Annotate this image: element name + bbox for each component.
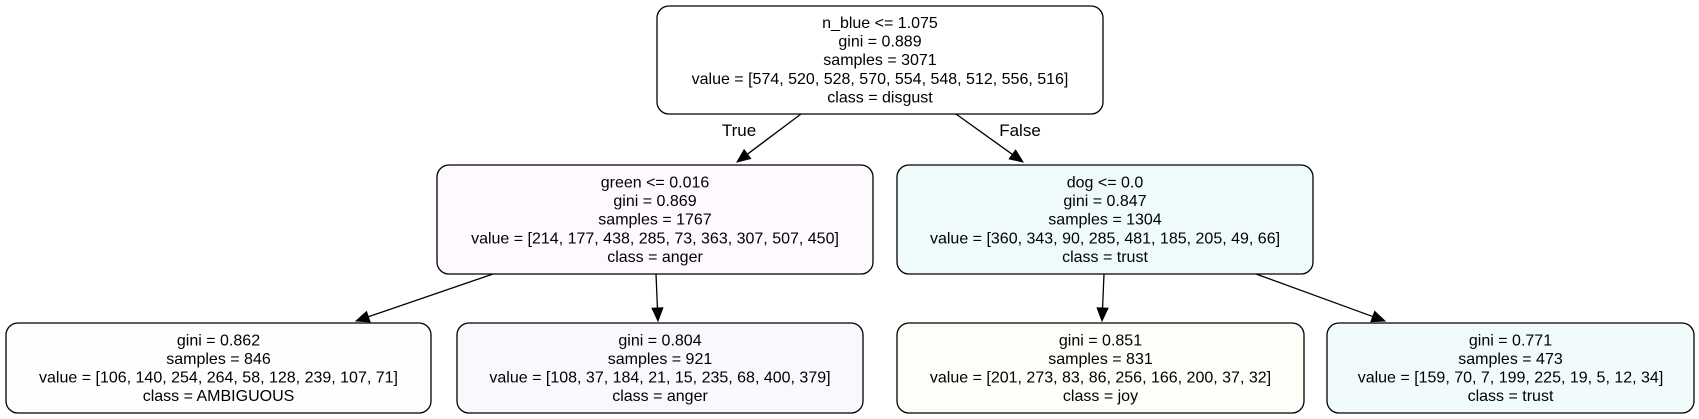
edge-root-to-right: False bbox=[955, 113, 1041, 163]
samples-label: samples = 846 bbox=[166, 351, 271, 368]
edge-line bbox=[368, 273, 494, 318]
tree-node-right-right: gini = 0.771 samples = 473 value = [159, 7… bbox=[1326, 322, 1695, 414]
gini-label: gini = 0.804 bbox=[618, 332, 701, 349]
edge-left-to-left-left bbox=[354, 273, 494, 323]
class-label: class = AMBIGUOUS bbox=[143, 388, 295, 405]
arrowhead bbox=[1096, 307, 1109, 323]
split-condition-label: n_blue <= 1.075 bbox=[822, 15, 938, 32]
edge-root-to-left: True bbox=[722, 113, 802, 163]
samples-label: samples = 921 bbox=[608, 351, 713, 368]
gini-label: gini = 0.771 bbox=[1469, 332, 1552, 349]
node-box bbox=[456, 322, 864, 414]
node-box bbox=[896, 322, 1305, 414]
class-label: class = anger bbox=[612, 388, 708, 405]
edge-label-false: False bbox=[999, 121, 1041, 140]
class-label: class = trust bbox=[1062, 249, 1148, 266]
class-label: class = disgust bbox=[827, 89, 933, 106]
edge-right-to-right-left bbox=[1096, 273, 1109, 323]
samples-label: samples = 831 bbox=[1048, 351, 1153, 368]
node-box bbox=[1326, 322, 1695, 414]
gini-label: gini = 0.869 bbox=[613, 193, 696, 210]
edge-line bbox=[747, 113, 802, 155]
gini-label: gini = 0.851 bbox=[1059, 332, 1142, 349]
gini-label: gini = 0.889 bbox=[838, 34, 921, 51]
samples-label: samples = 1767 bbox=[598, 212, 712, 229]
samples-label: samples = 473 bbox=[1458, 351, 1563, 368]
gini-label: gini = 0.847 bbox=[1063, 193, 1146, 210]
edge-line bbox=[955, 113, 1013, 155]
edges-layer: True False bbox=[354, 113, 1387, 323]
value-label: value = [108, 37, 184, 21, 15, 235, 68, … bbox=[489, 370, 830, 387]
value-label: value = [360, 343, 90, 285, 481, 185, 20… bbox=[930, 230, 1280, 247]
tree-node-left-left: gini = 0.862 samples = 846 value = [106, 1… bbox=[5, 322, 432, 414]
value-label: value = [574, 520, 528, 570, 554, 548, 5… bbox=[692, 71, 1069, 88]
arrowhead bbox=[354, 310, 371, 323]
value-label: value = [201, 273, 83, 86, 256, 166, 200… bbox=[930, 370, 1271, 387]
arrowhead bbox=[735, 148, 752, 163]
edge-right-to-right-right bbox=[1255, 273, 1387, 323]
class-label: class = joy bbox=[1063, 388, 1138, 405]
value-label: value = [214, 177, 438, 285, 73, 363, 30… bbox=[471, 230, 839, 247]
samples-label: samples = 3071 bbox=[823, 52, 937, 69]
edge-left-to-left-right bbox=[651, 273, 664, 323]
arrowhead bbox=[1008, 149, 1025, 163]
tree-node-right-left: gini = 0.851 samples = 831 value = [201, 2… bbox=[896, 322, 1305, 414]
value-label: value = [159, 70, 7, 199, 225, 19, 5, 12… bbox=[1358, 370, 1664, 387]
node-box bbox=[5, 322, 432, 414]
arrowhead bbox=[651, 307, 664, 323]
tree-node-left-right: gini = 0.804 samples = 921 value = [108, 3… bbox=[456, 322, 864, 414]
split-condition-label: dog <= 0.0 bbox=[1067, 175, 1144, 192]
node-box bbox=[436, 164, 874, 275]
edge-label-true: True bbox=[722, 121, 756, 140]
class-label: class = trust bbox=[1468, 388, 1554, 405]
gini-label: gini = 0.862 bbox=[177, 332, 260, 349]
samples-label: samples = 1304 bbox=[1048, 212, 1162, 229]
edge-line bbox=[1101, 273, 1105, 309]
edge-line bbox=[655, 273, 659, 309]
value-label: value = [106, 140, 254, 264, 58, 128, 23… bbox=[39, 370, 398, 387]
node-box bbox=[896, 164, 1314, 275]
class-label: class = anger bbox=[607, 249, 703, 266]
arrowhead bbox=[1370, 310, 1387, 323]
node-box bbox=[656, 5, 1104, 115]
edge-line bbox=[1255, 273, 1374, 318]
split-condition-label: green <= 0.016 bbox=[601, 175, 710, 192]
